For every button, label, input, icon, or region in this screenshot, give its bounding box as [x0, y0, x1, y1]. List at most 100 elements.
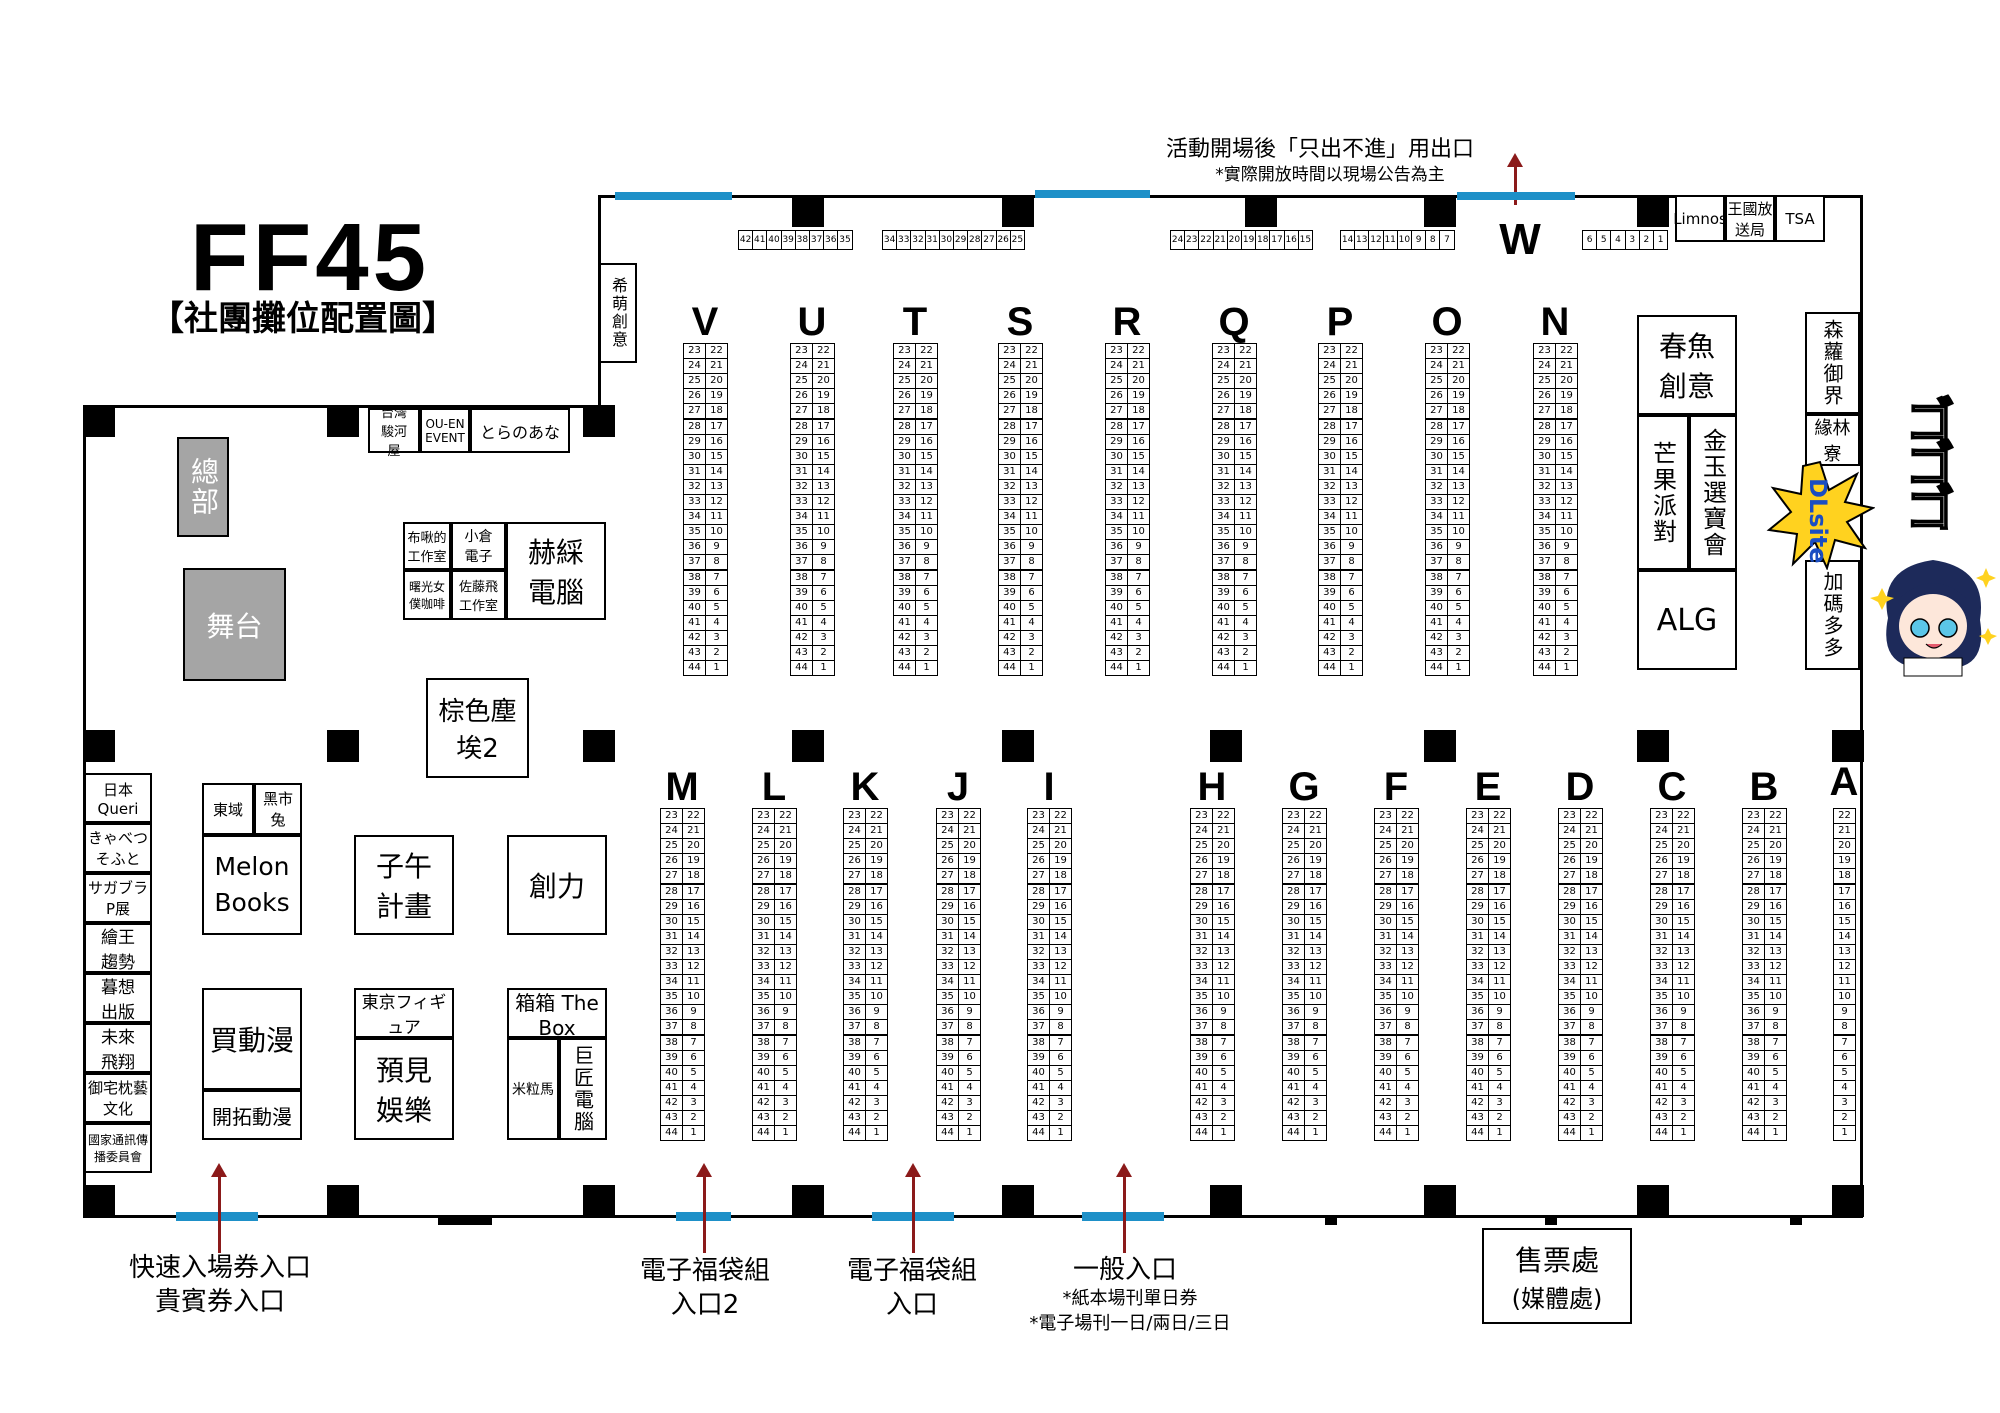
booth-i-1[interactable]: 1	[1049, 1125, 1072, 1142]
booth-d-16[interactable]: 16	[1580, 898, 1603, 915]
booth-d-26[interactable]: 26	[1558, 853, 1581, 870]
booth-w-14[interactable]: 14	[1340, 230, 1356, 250]
booth-l-19[interactable]: 19	[774, 853, 797, 870]
booth-f-23[interactable]: 23	[1374, 808, 1397, 825]
booth-l-29[interactable]: 29	[752, 898, 775, 915]
booth-b-8[interactable]: 8	[1764, 1019, 1787, 1036]
booth-s-12[interactable]: 12	[1020, 494, 1043, 511]
booth-v-9[interactable]: 9	[705, 539, 728, 556]
booth-d-43[interactable]: 43	[1558, 1110, 1581, 1127]
booth-g-32[interactable]: 32	[1282, 943, 1305, 960]
booth-v-4[interactable]: 4	[705, 614, 728, 631]
booth-m-8[interactable]: 8	[682, 1019, 705, 1036]
booth-q-30[interactable]: 30	[1212, 448, 1235, 465]
booth-l-25[interactable]: 25	[752, 838, 775, 855]
booth-d-44[interactable]: 44	[1558, 1125, 1581, 1142]
booth-h-22[interactable]: 22	[1212, 808, 1235, 825]
booth-l-10[interactable]: 10	[774, 989, 797, 1006]
booth-h-5[interactable]: 5	[1212, 1064, 1235, 1081]
booth-t-10[interactable]: 10	[915, 524, 938, 541]
booth-v-22[interactable]: 22	[705, 343, 728, 360]
booth-u-40[interactable]: 40	[790, 599, 813, 616]
booth-b-44[interactable]: 44	[1742, 1125, 1765, 1142]
booth-d-39[interactable]: 39	[1558, 1049, 1581, 1066]
booth-j-9[interactable]: 9	[958, 1004, 981, 1021]
booth-i-36[interactable]: 36	[1027, 1004, 1050, 1021]
booth-g-38[interactable]: 38	[1282, 1034, 1305, 1051]
booth-h-20[interactable]: 20	[1212, 838, 1235, 855]
booth-i-26[interactable]: 26	[1027, 853, 1050, 870]
booth-r-41[interactable]: 41	[1105, 614, 1128, 631]
booth-u-25[interactable]: 25	[790, 373, 813, 390]
booth-f-20[interactable]: 20	[1396, 838, 1419, 855]
booth-h-18[interactable]: 18	[1212, 868, 1235, 885]
booth-e-39[interactable]: 39	[1466, 1049, 1489, 1066]
booth-a-18[interactable]: 18	[1833, 868, 1856, 885]
booth-t-35[interactable]: 35	[893, 524, 916, 541]
headquarters[interactable]: 總部	[177, 437, 229, 537]
booth-o-33[interactable]: 33	[1425, 494, 1448, 511]
booth-n-6[interactable]: 6	[1555, 584, 1578, 601]
booth-q-16[interactable]: 16	[1234, 433, 1257, 450]
booth-o-13[interactable]: 13	[1447, 478, 1470, 495]
booth-kyabetsu[interactable]: きゃべつそふと	[84, 823, 152, 873]
booth-c-37[interactable]: 37	[1650, 1019, 1673, 1036]
booth-n-8[interactable]: 8	[1555, 554, 1578, 571]
booth-m-38[interactable]: 38	[660, 1034, 683, 1051]
booth-u-22[interactable]: 22	[812, 343, 835, 360]
booth-o-11[interactable]: 11	[1447, 509, 1470, 526]
booth-l-8[interactable]: 8	[774, 1019, 797, 1036]
booth-h-40[interactable]: 40	[1190, 1064, 1213, 1081]
booth-q-23[interactable]: 23	[1212, 343, 1235, 360]
booth-m-32[interactable]: 32	[660, 943, 683, 960]
booth-p-19[interactable]: 19	[1340, 388, 1363, 405]
booth-kokura[interactable]: 小倉電子	[451, 522, 506, 570]
booth-s-38[interactable]: 38	[998, 569, 1021, 586]
booth-p-16[interactable]: 16	[1340, 433, 1363, 450]
booth-q-1[interactable]: 1	[1234, 660, 1257, 677]
booth-b-15[interactable]: 15	[1764, 913, 1787, 930]
booth-n-17[interactable]: 17	[1555, 418, 1578, 435]
booth-r-31[interactable]: 31	[1105, 463, 1128, 480]
booth-huiwang[interactable]: 繪王趨勢	[84, 923, 152, 973]
booth-o-18[interactable]: 18	[1447, 403, 1470, 420]
booth-ouen[interactable]: OU-EN EVENT	[420, 408, 470, 453]
booth-t-40[interactable]: 40	[893, 599, 916, 616]
booth-o-44[interactable]: 44	[1425, 660, 1448, 677]
booth-f-42[interactable]: 42	[1374, 1094, 1397, 1111]
booth-r-5[interactable]: 5	[1127, 599, 1150, 616]
booth-w-35[interactable]: 35	[837, 230, 853, 250]
booth-s-21[interactable]: 21	[1020, 358, 1043, 375]
booth-q-17[interactable]: 17	[1234, 418, 1257, 435]
booth-u-17[interactable]: 17	[812, 418, 835, 435]
booth-e-4[interactable]: 4	[1488, 1079, 1511, 1096]
booth-n-18[interactable]: 18	[1555, 403, 1578, 420]
booth-p-12[interactable]: 12	[1340, 494, 1363, 511]
booth-chunyu[interactable]: 春魚創意	[1637, 315, 1737, 415]
booth-t-26[interactable]: 26	[893, 388, 916, 405]
booth-d-15[interactable]: 15	[1580, 913, 1603, 930]
booth-o-19[interactable]: 19	[1447, 388, 1470, 405]
booth-e-37[interactable]: 37	[1466, 1019, 1489, 1036]
booth-s-27[interactable]: 27	[998, 403, 1021, 420]
booth-t-25[interactable]: 25	[893, 373, 916, 390]
booth-g-35[interactable]: 35	[1282, 989, 1305, 1006]
booth-u-8[interactable]: 8	[812, 554, 835, 571]
booth-b-39[interactable]: 39	[1742, 1049, 1765, 1066]
booth-b-31[interactable]: 31	[1742, 928, 1765, 945]
booth-l-11[interactable]: 11	[774, 974, 797, 991]
booth-p-1[interactable]: 1	[1340, 660, 1363, 677]
booth-d-13[interactable]: 13	[1580, 943, 1603, 960]
booth-n-32[interactable]: 32	[1533, 478, 1556, 495]
booth-d-5[interactable]: 5	[1580, 1064, 1603, 1081]
booth-v-6[interactable]: 6	[705, 584, 728, 601]
booth-o-35[interactable]: 35	[1425, 524, 1448, 541]
booth-m-31[interactable]: 31	[660, 928, 683, 945]
booth-t-14[interactable]: 14	[915, 463, 938, 480]
booth-s-9[interactable]: 9	[1020, 539, 1043, 556]
booth-k-13[interactable]: 13	[865, 943, 888, 960]
booth-r-12[interactable]: 12	[1127, 494, 1150, 511]
booth-c-20[interactable]: 20	[1672, 838, 1695, 855]
booth-h-35[interactable]: 35	[1190, 989, 1213, 1006]
booth-c-17[interactable]: 17	[1672, 883, 1695, 900]
